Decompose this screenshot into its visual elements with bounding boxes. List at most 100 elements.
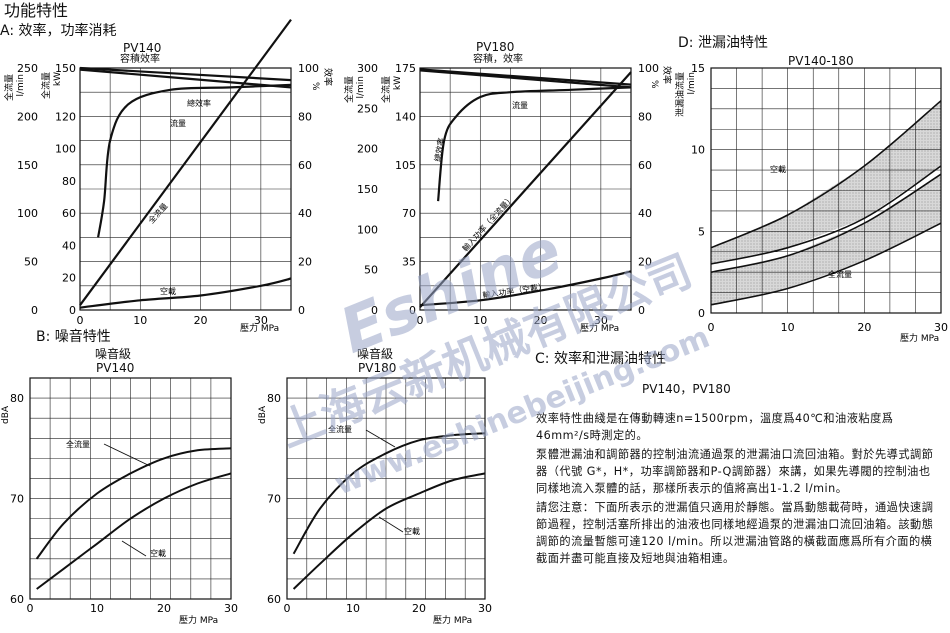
note-paragraph-2: 泵體泄漏油和調節器的控制油流通過泵的泄漏油口流回油箱。對於先導式調節器（代號 G… xyxy=(536,448,934,495)
d-series-2 xyxy=(710,173,942,273)
a140-flow-label2: 全流量 xyxy=(40,72,52,99)
b140-y-tick: 60 xyxy=(10,593,24,606)
b180-leader-1 xyxy=(378,516,404,533)
a140-pct-tick: 60 xyxy=(298,159,312,172)
d-y-tick: 0 xyxy=(698,307,705,320)
a180-x-tick: 0 xyxy=(417,314,424,327)
a180-flow-tick: 150 xyxy=(357,183,378,196)
a180-flow-label: 全流量 xyxy=(343,76,355,103)
b180-ylabel: dBA xyxy=(258,405,268,424)
a180-kw-tick: 70 xyxy=(402,207,416,220)
a140-kw-tick: 100 xyxy=(55,143,76,156)
a180-flow-tick: 0 xyxy=(371,304,378,317)
a180-title: PV180 xyxy=(476,40,515,54)
b140-x-tick: 30 xyxy=(224,602,238,615)
b140-lbl-empty: 空載 xyxy=(150,548,166,558)
b180-lbl-empty: 空載 xyxy=(404,526,420,536)
b180-x-tick: 10 xyxy=(346,602,360,615)
b140-frame xyxy=(29,377,232,600)
a180-kw-label: kW xyxy=(393,76,403,90)
d-lbl-full: 全流量 xyxy=(828,269,852,279)
b180-y-tick: 80 xyxy=(267,392,281,405)
a140-x-tick: 20 xyxy=(194,314,208,327)
a140-series-total-eff xyxy=(97,83,292,238)
a180-flow-unit: l/min xyxy=(356,76,366,99)
a140-kw-tick: 40 xyxy=(62,239,76,252)
a180-kw-tick: 140 xyxy=(395,110,416,123)
a140-flow-unit: l/min xyxy=(16,74,26,97)
b140-y-tick: 80 xyxy=(10,392,24,405)
a180-lbl-total-eff: 總效率 xyxy=(432,137,446,162)
a180-x-tick: 20 xyxy=(534,314,548,327)
a140-pct-tick: 100 xyxy=(298,62,319,75)
note-paragraph-3: 請您注意：下面所表示的泄漏值只適用於靜態。當爲動態載荷時，通過快速調節過程，控制… xyxy=(536,501,934,565)
section-a-label: A: 效率，功率消耗 xyxy=(0,23,117,39)
b180-xlabel: 壓力 MPa xyxy=(433,614,472,626)
d-series-1 xyxy=(710,165,942,265)
a140-series-empty xyxy=(79,277,292,309)
a140-kw-tick: 60 xyxy=(62,207,76,220)
a180-series-input-empty xyxy=(419,270,632,307)
d-xlabel: 壓力 MPa xyxy=(900,332,939,344)
a140-flow-tick: 250 xyxy=(17,62,38,75)
a140-title: PV140 xyxy=(123,41,162,55)
b140-x-tick: 0 xyxy=(27,602,34,615)
a180-flow-label2: 全流量 xyxy=(380,76,392,103)
b180-series-1 xyxy=(292,472,486,590)
d-y-tick: 10 xyxy=(691,144,705,157)
a180-series-input-full xyxy=(419,71,632,308)
a140-kw-tick: 120 xyxy=(55,110,76,123)
a180-pct-label: % xyxy=(649,80,659,89)
a180-series-vol-eff xyxy=(419,68,632,86)
section-b-label: B: 噪音特性 xyxy=(36,329,111,345)
a140-series-flow xyxy=(79,66,292,82)
a180-series-flow xyxy=(419,69,632,89)
a180-pct-tick: 0 xyxy=(638,304,645,317)
a180-frame xyxy=(419,67,632,311)
section-d-label: D: 泄漏油特性 xyxy=(678,35,768,51)
b140-x-tick: 20 xyxy=(157,602,171,615)
b140-leader-1 xyxy=(121,540,147,557)
a140-flow-tick: 100 xyxy=(17,207,38,220)
a140-kw-tick: 0 xyxy=(69,304,76,317)
a140-eff-label: 效率 xyxy=(322,68,334,86)
d-x-tick: 30 xyxy=(934,321,948,334)
a180-kw-tick: 0 xyxy=(409,304,416,317)
d-ylabel: 泄漏油流量 xyxy=(674,72,686,117)
a180-kw-tick: 35 xyxy=(402,256,416,269)
a140-series-full xyxy=(79,18,292,306)
b180-x-tick: 20 xyxy=(412,602,426,615)
a180-x-tick: 30 xyxy=(594,314,608,327)
a140-pct-tick: 80 xyxy=(298,110,312,123)
b140-series-0 xyxy=(35,447,232,560)
a180-kw-tick: 175 xyxy=(395,62,416,75)
a140-pct-tick: 40 xyxy=(298,207,312,220)
a180-subtitle: 容積，效率 xyxy=(473,54,523,65)
a140-kw-tick: 80 xyxy=(62,175,76,188)
a140-flow-label: 全流量 xyxy=(3,74,15,101)
a180-lbl-input-full: 輸入功率（全流量） xyxy=(460,193,516,253)
b140-y-tick: 70 xyxy=(10,493,24,506)
a180-flow-tick: 200 xyxy=(357,143,378,156)
a140-pct-tick: 20 xyxy=(298,256,312,269)
a140-flow-tick: 50 xyxy=(24,256,38,269)
a140-kw-tick: 150 xyxy=(55,62,76,75)
a180-pct-tick: 100 xyxy=(638,62,659,75)
a140-x-tick: 0 xyxy=(77,314,84,327)
b140-ylabel: dBA xyxy=(1,405,11,424)
b140-series-1 xyxy=(36,472,232,590)
b180-x-tick: 0 xyxy=(284,602,291,615)
b140-x-tick: 10 xyxy=(90,602,104,615)
d-x-tick: 20 xyxy=(857,321,871,334)
d-x-tick: 10 xyxy=(781,321,795,334)
d-frame xyxy=(710,67,942,314)
a140-pct-label: % xyxy=(310,82,320,91)
b180-title1: 噪音級 xyxy=(357,347,394,361)
d-lbl-empty: 空載 xyxy=(770,164,786,174)
a180-pct-tick: 60 xyxy=(638,159,652,172)
d-yunit: l/min xyxy=(687,72,697,95)
a140-subtitle: 容積效率 xyxy=(120,54,160,65)
